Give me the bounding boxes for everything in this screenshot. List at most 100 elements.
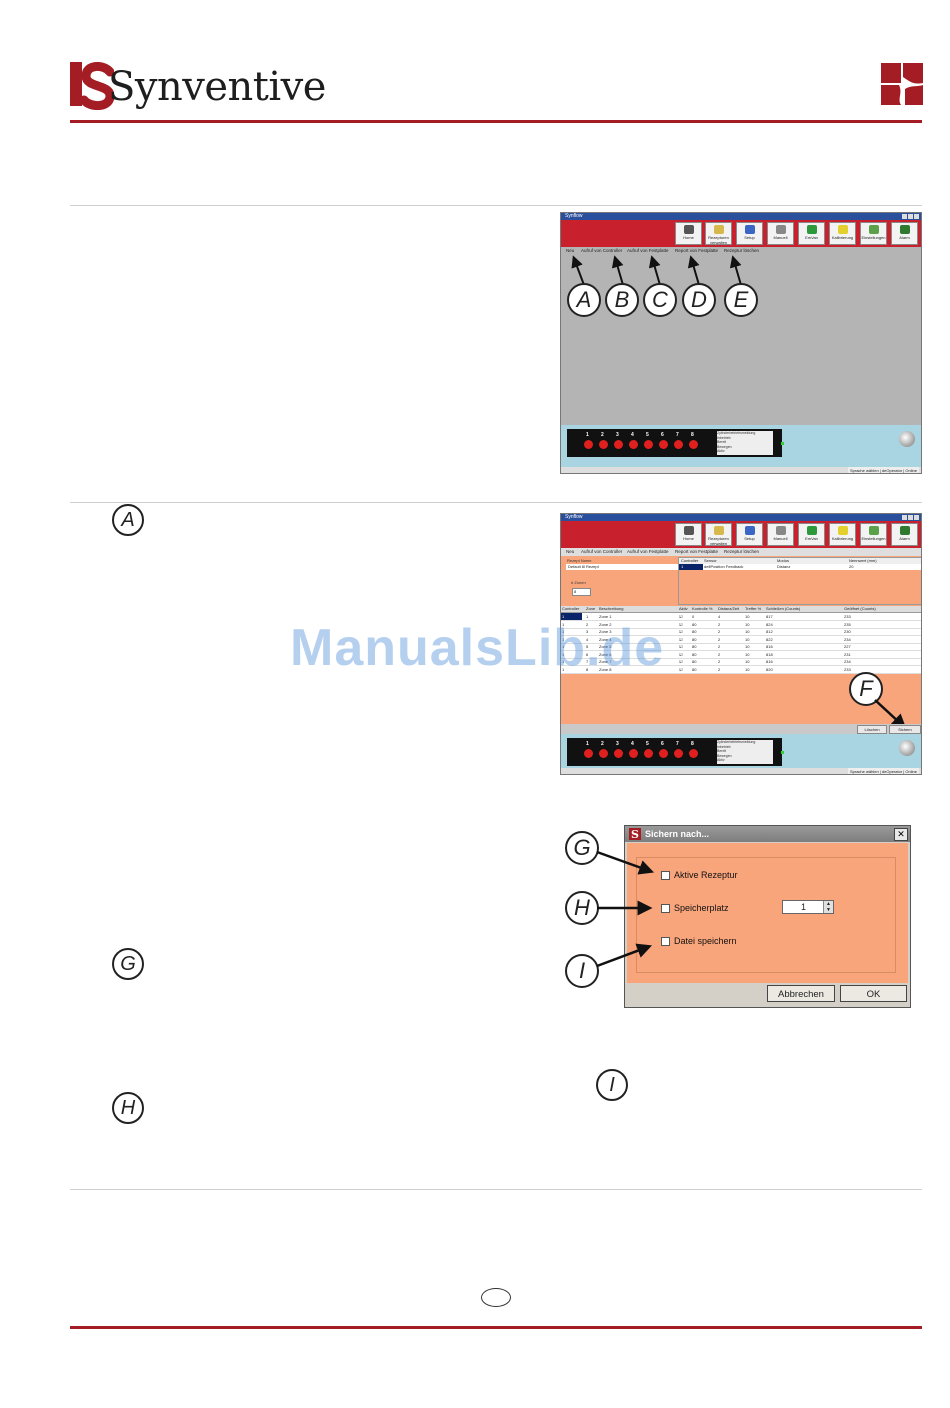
- ruler-icon: [837, 225, 848, 234]
- toolbar-recipes-button[interactable]: Rezepturen verwalten: [705, 523, 732, 546]
- table-cell: Zone 2: [599, 621, 612, 627]
- toolbar-calibration-button[interactable]: Kalibrierung: [829, 222, 856, 245]
- recipes-icon: [713, 526, 724, 535]
- menu-report-disk[interactable]: Report von Festplatte: [675, 248, 719, 253]
- menu-load-disk[interactable]: Aufruf von Festplatte: [627, 549, 669, 554]
- storage-slot-spinner[interactable]: 1 ▲▼: [782, 900, 834, 914]
- zone-lamp: [614, 749, 623, 758]
- close-icon[interactable]: [914, 214, 919, 219]
- spinner-arrows-icon[interactable]: ▲▼: [823, 901, 833, 913]
- table-cell: 820: [766, 666, 773, 672]
- close-icon[interactable]: [914, 515, 919, 520]
- callout-d: D: [682, 283, 716, 317]
- callout-arrows: [571, 255, 742, 286]
- table-cell: 1: [562, 659, 565, 664]
- minimize-icon[interactable]: [902, 214, 907, 219]
- close-icon[interactable]: ✕: [894, 828, 908, 841]
- table-cell: 2: [718, 629, 721, 634]
- table-cell: 2: [718, 621, 721, 627]
- save-as-dialog: S Sichern nach... ✕ Aktive Rezeptur Spei…: [624, 825, 911, 1008]
- emvan-icon: [806, 526, 817, 535]
- table-cell: 1: [562, 651, 565, 657]
- logo-s-mark-icon: [70, 62, 114, 110]
- menu-delete-recipe[interactable]: Rezeptur löschen: [724, 549, 760, 554]
- callout-e: E: [724, 283, 758, 317]
- table-cell: 10: [745, 659, 750, 664]
- settings-icon: [868, 526, 879, 535]
- table-header-cell: Aktiv: [679, 606, 688, 611]
- save-file-checkbox[interactable]: [661, 937, 670, 946]
- menu-load-disk[interactable]: Aufruf von Festplatte: [627, 248, 669, 253]
- table-cell: 2: [718, 644, 721, 649]
- table-cell: 824: [766, 621, 773, 627]
- maximize-icon[interactable]: [908, 515, 913, 520]
- toolbar-alarm-button[interactable]: Alarm: [891, 222, 918, 245]
- zone-lamp: [584, 440, 593, 449]
- menu-load-controller[interactable]: Aufruf von Controller: [581, 549, 623, 554]
- traffic-light-icon: [899, 225, 910, 234]
- table-cell: 80: [692, 644, 697, 649]
- ruler-icon: [837, 526, 848, 535]
- zones-count-input[interactable]: 8: [572, 588, 591, 596]
- knob-icon[interactable]: [899, 740, 915, 756]
- storage-slot-checkbox[interactable]: [661, 904, 670, 913]
- toolbar-setup-button[interactable]: Setup: [736, 222, 763, 245]
- save-button[interactable]: Sichern: [889, 725, 921, 734]
- table-cell: ☑: [679, 659, 683, 664]
- status-indicator: [781, 751, 784, 754]
- toolbar-recipes-button[interactable]: Rezepturen verwalten: [705, 222, 732, 245]
- toolbar-manual-button[interactable]: Manuell: [767, 523, 794, 546]
- toolbar-alarm-button[interactable]: Alarm: [891, 523, 918, 546]
- menu-new[interactable]: Neu: [566, 248, 575, 253]
- zone-lamp: [584, 749, 593, 758]
- table-cell: 230: [844, 629, 851, 634]
- table-cell: 1: [562, 644, 565, 649]
- ok-button[interactable]: OK: [840, 985, 907, 1002]
- menu-delete-recipe[interactable]: Rezeptur löschen: [724, 248, 760, 253]
- menu-new[interactable]: Neu: [566, 549, 575, 554]
- zone-lamp: [689, 749, 698, 758]
- menu-report-disk[interactable]: Report von Festplatte: [675, 549, 719, 554]
- toolbar-manual-button[interactable]: Manuell: [767, 222, 794, 245]
- table-cell: 80: [692, 659, 697, 664]
- table-cell: ☑: [679, 666, 683, 672]
- active-recipe-checkbox[interactable]: [661, 871, 670, 880]
- svg-text:S: S: [631, 828, 639, 840]
- table-cell: 2: [586, 621, 589, 627]
- maximize-icon[interactable]: [908, 214, 913, 219]
- toolbar-home-button[interactable]: Home: [675, 222, 702, 245]
- minimize-icon[interactable]: [902, 515, 907, 520]
- toolbar-emvan-button[interactable]: EmVan: [798, 222, 825, 245]
- table-cell: 2: [718, 659, 721, 664]
- toolbar-setup-button[interactable]: Setup: [736, 523, 763, 546]
- table-cell: 10: [745, 629, 750, 634]
- toolbar-home-button[interactable]: Home: [675, 523, 702, 546]
- toolbar-calibration-button[interactable]: Kalibrierung: [829, 523, 856, 546]
- toolbar-settings-button[interactable]: Einstellungen: [860, 222, 887, 245]
- knob-icon[interactable]: [899, 431, 915, 447]
- toolbar-settings-button[interactable]: Einstellungen: [860, 523, 887, 546]
- delete-button[interactable]: Löschen: [857, 725, 887, 734]
- callout-g-label: G: [112, 948, 144, 980]
- dialog-callout-arrows: [596, 850, 655, 968]
- traffic-light-icon: [899, 526, 910, 535]
- screenshot-recipe-menu: Synflow Home Rezepturen verwalten Setup …: [560, 212, 922, 474]
- table-cell: 10: [745, 621, 750, 627]
- cancel-button[interactable]: Abbrechen: [767, 985, 835, 1002]
- toolbar-emvan-button[interactable]: EmVan: [798, 523, 825, 546]
- menu-load-controller[interactable]: Aufruf von Controller: [581, 248, 623, 253]
- recipe-name-input[interactable]: Default 8l Rezept: [566, 564, 678, 570]
- emvan-icon: [806, 225, 817, 234]
- status-bar: Sprache wählen | deOperator | Online: [561, 467, 921, 473]
- toolbar: Home Rezepturen verwalten Setup Manuell …: [561, 220, 921, 247]
- table-cell: 0: [692, 614, 695, 619]
- callout-g: G: [565, 831, 599, 865]
